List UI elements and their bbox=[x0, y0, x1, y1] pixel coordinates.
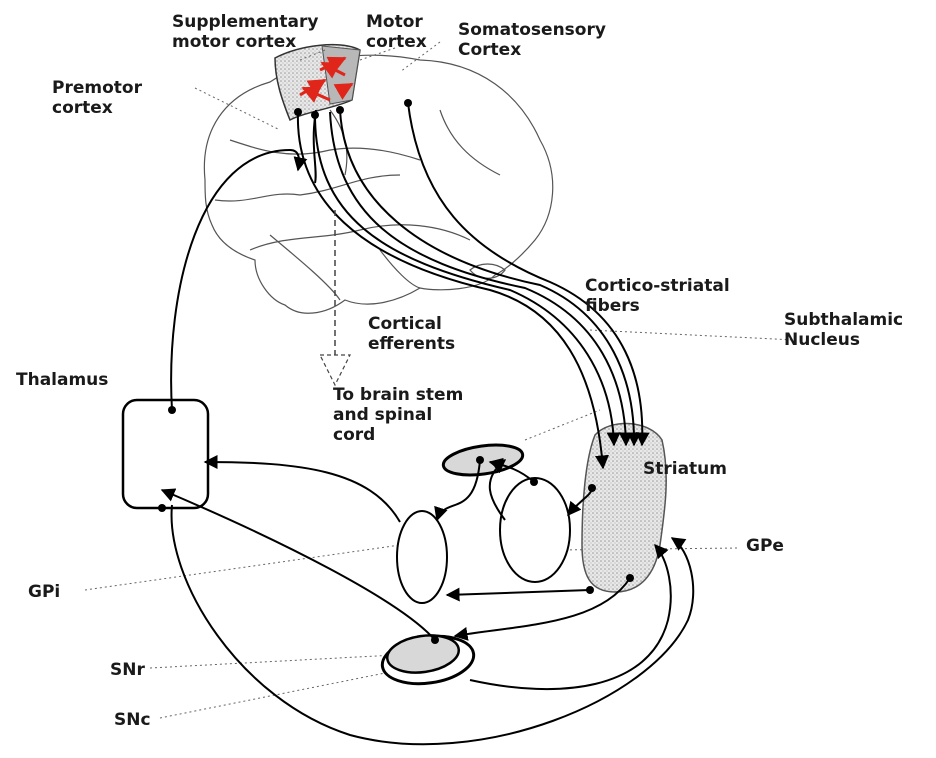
label-motor-cortex: Motor cortex bbox=[366, 12, 427, 52]
label-gpe: GPe bbox=[746, 536, 784, 556]
label-snc: SNc bbox=[114, 710, 151, 730]
label-cortical-efferents: Cortical efferents bbox=[368, 314, 455, 354]
label-snr: SNr bbox=[110, 660, 145, 680]
label-thalamus: Thalamus bbox=[16, 370, 108, 390]
label-cortico-striatal-fibers: Cortico-striatal fibers bbox=[585, 276, 730, 316]
gpi-shape bbox=[397, 511, 447, 603]
gpe-shape bbox=[500, 478, 570, 582]
label-premotor-cortex: Premotor cortex bbox=[52, 78, 142, 118]
label-somatosensory-cortex: Somatosensory Cortex bbox=[458, 20, 606, 60]
striatum-shape bbox=[582, 424, 666, 592]
label-supplementary-motor-cortex: Supplementary motor cortex bbox=[172, 12, 318, 52]
label-gpi: GPi bbox=[28, 582, 60, 602]
label-striatum: Striatum bbox=[643, 459, 727, 479]
label-subthalamic-nucleus: Subthalamic Nucleus bbox=[784, 310, 903, 350]
label-to-brain-stem: To brain stem and spinal cord bbox=[333, 385, 463, 445]
